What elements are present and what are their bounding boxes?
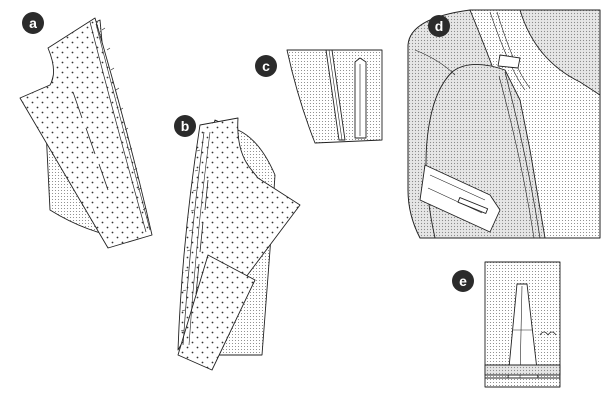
panel-b xyxy=(177,117,301,371)
step-badge-e: e xyxy=(452,270,474,292)
step-badge-b: b xyxy=(174,115,196,137)
step-label-a: a xyxy=(29,15,37,31)
step-label-e: e xyxy=(459,273,467,289)
step-badge-c: c xyxy=(255,55,277,77)
panel-c xyxy=(286,49,383,144)
panel-c-placket-right xyxy=(354,57,367,139)
panel-b-lower-flap xyxy=(177,254,256,371)
panel-e xyxy=(484,261,561,388)
panel-a-front-piece xyxy=(19,17,153,249)
step-badge-d: d xyxy=(428,15,450,37)
panel-d xyxy=(407,9,601,239)
step-label-c: c xyxy=(262,58,270,74)
step-label-b: b xyxy=(181,118,190,134)
panel-a xyxy=(19,17,153,249)
step-label-d: d xyxy=(435,18,444,34)
step-badge-a: a xyxy=(22,12,44,34)
